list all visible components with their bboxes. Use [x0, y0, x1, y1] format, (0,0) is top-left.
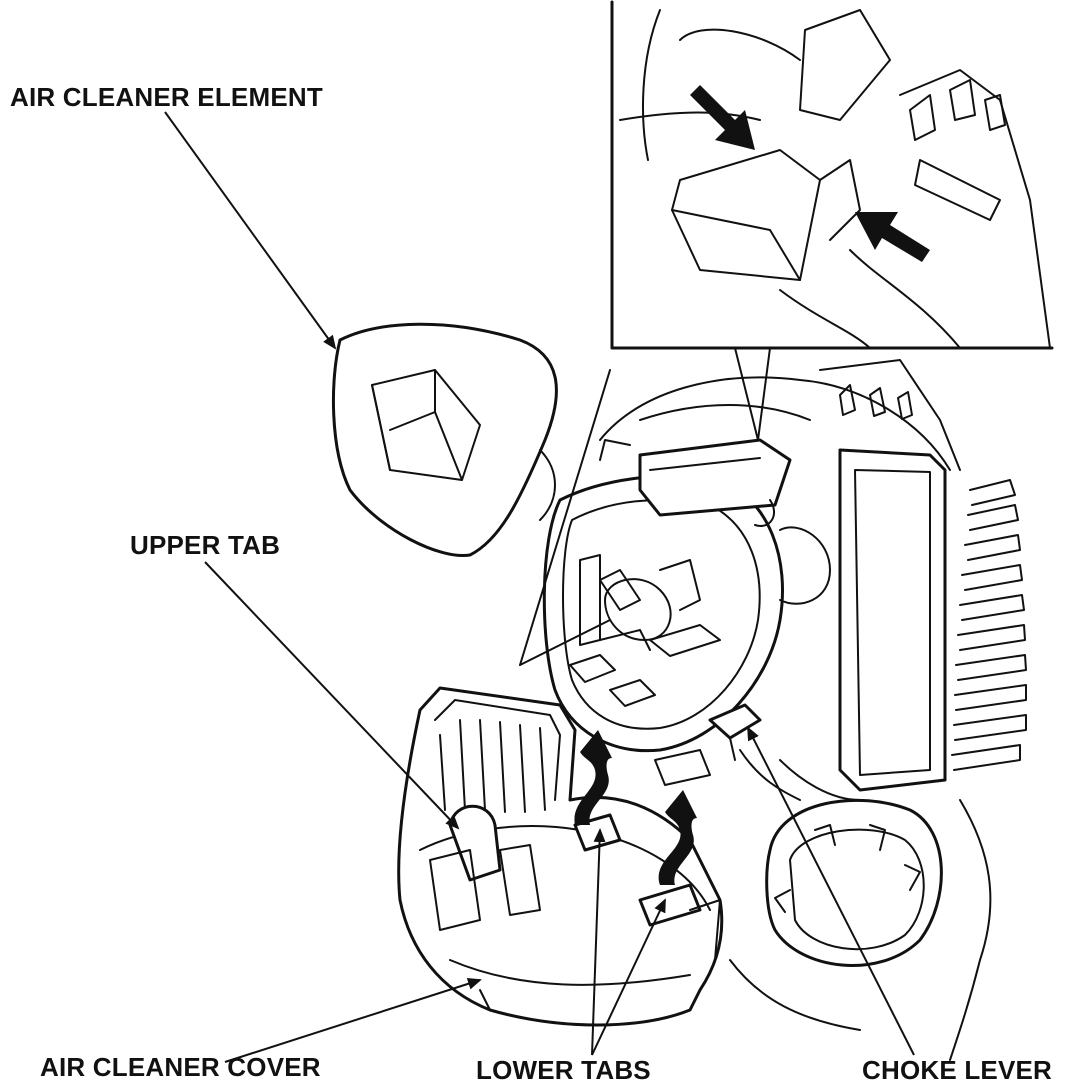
label-lower-tabs: LOWER TABS	[476, 1055, 651, 1085]
label-choke-lever: CHOKE LEVER	[862, 1055, 1053, 1085]
leader-upper-tab	[204, 561, 460, 830]
leader-lower-tab-2	[591, 898, 666, 1056]
air-cleaner-element-drawing	[331, 322, 558, 558]
leader-element	[164, 111, 337, 350]
air-cleaner-cover-drawing	[397, 686, 724, 1027]
leader-choke	[747, 726, 915, 1056]
intake-base	[542, 438, 831, 801]
air-duct	[838, 448, 947, 792]
upper-latch	[638, 438, 792, 517]
assembly-arrows	[574, 730, 697, 885]
lower-tab-right	[638, 883, 702, 927]
inset-arrow-down	[690, 85, 755, 150]
cooling-fins	[951, 479, 1027, 771]
inset-lever-top	[799, 9, 891, 121]
leader-cover	[224, 977, 482, 1063]
inset-detail	[610, 0, 1054, 441]
arrow-lower-left	[574, 730, 612, 825]
fuel-cap	[765, 798, 943, 967]
label-air-cleaner-cover: AIR CLEANER COVER	[40, 1052, 321, 1082]
label-upper-tab: UPPER TAB	[130, 530, 281, 560]
arrow-lower-right	[658, 790, 697, 885]
inset-frame	[610, 0, 1054, 350]
inset-arrow-left	[855, 212, 930, 262]
leader-lower-tab-1	[591, 828, 606, 1056]
leader-lines	[164, 111, 915, 1063]
label-air-cleaner-element: AIR CLEANER ELEMENT	[10, 82, 323, 112]
engine-housing	[599, 359, 1027, 1061]
choke-lever-part	[708, 703, 762, 740]
